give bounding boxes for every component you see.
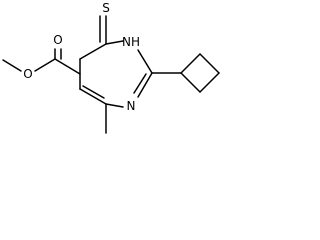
bond-c6-n1 bbox=[105, 40, 124, 45]
sulfur-atom: S bbox=[102, 1, 110, 15]
molecule-diagram: S NH N O O bbox=[2, 1, 220, 134]
bond-c2-n3-inner bbox=[133, 73, 147, 94]
bond-c4-c5-inner bbox=[82, 85, 105, 99]
cyclobutane-edge-1 bbox=[180, 53, 201, 74]
bond-c6-c5 bbox=[79, 43, 107, 60]
bond-n3-c4 bbox=[105, 103, 124, 108]
carbonyl-oxygen-atom: O bbox=[53, 33, 62, 47]
bond-oxygen-methyl bbox=[2, 59, 22, 72]
bond-ester-oxygen bbox=[34, 58, 56, 72]
ester-oxygen-atom: O bbox=[23, 67, 32, 81]
cyclobutane-edge-3 bbox=[199, 72, 220, 93]
bond-n1-c2 bbox=[137, 49, 153, 74]
nh-atom: NH bbox=[122, 35, 140, 49]
nitrogen-atom: N bbox=[127, 99, 136, 113]
bond-c5-ester bbox=[54, 58, 81, 75]
bond-c2-n3 bbox=[137, 72, 153, 98]
bond-c4-c5 bbox=[79, 88, 107, 105]
cyclobutane-edge-4 bbox=[180, 72, 201, 93]
cyclobutane-edge-2 bbox=[199, 53, 220, 74]
